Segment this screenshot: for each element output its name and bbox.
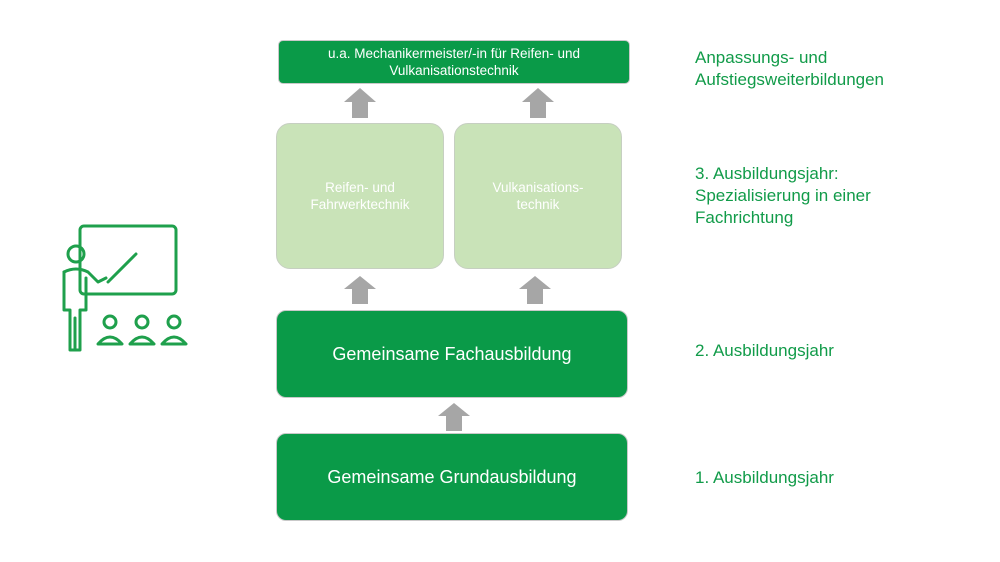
common-specialist-training-box: Gemeinsame Fachausbildung — [276, 310, 628, 398]
level-year-1-label: 1. Ausbildungsjahr — [695, 468, 834, 487]
arrow-up-icon — [519, 276, 551, 304]
presentation-teacher-icon — [62, 224, 188, 352]
specialization-tires-chassis-box: Reifen- und Fahrwerktechnik — [276, 123, 444, 269]
common-basic-training-box: Gemeinsame Grundausbildung — [276, 433, 628, 521]
level-year-3-label: 3. Ausbildungsjahr: Spezialisierung in e… — [695, 164, 871, 227]
level-further-training-label: Anpassungs- und Aufstiegsweiterbildungen — [695, 48, 885, 89]
arrow-up-icon — [438, 403, 470, 431]
arrow-up-icon — [522, 88, 554, 118]
common-basic-training-text: Gemeinsame Grundausbildung — [327, 467, 577, 487]
specialization-vulcanization-text: Vulkanisations- technik — [492, 180, 584, 212]
arrow-up-icon — [344, 276, 376, 304]
specialization-vulcanization-box: Vulkanisations- technik — [454, 123, 622, 269]
arrow-up-icon — [344, 88, 376, 118]
specialization-tires-chassis-text: Reifen- und Fahrwerktechnik — [310, 180, 410, 212]
common-specialist-training-text: Gemeinsame Fachausbildung — [332, 344, 572, 364]
level-year-2-label: 2. Ausbildungsjahr — [695, 341, 834, 360]
further-training-box: u.a. Mechanikermeister/-in für Reifen- u… — [278, 40, 630, 84]
further-training-box-text: u.a. Mechanikermeister/-in für Reifen- u… — [327, 46, 581, 78]
